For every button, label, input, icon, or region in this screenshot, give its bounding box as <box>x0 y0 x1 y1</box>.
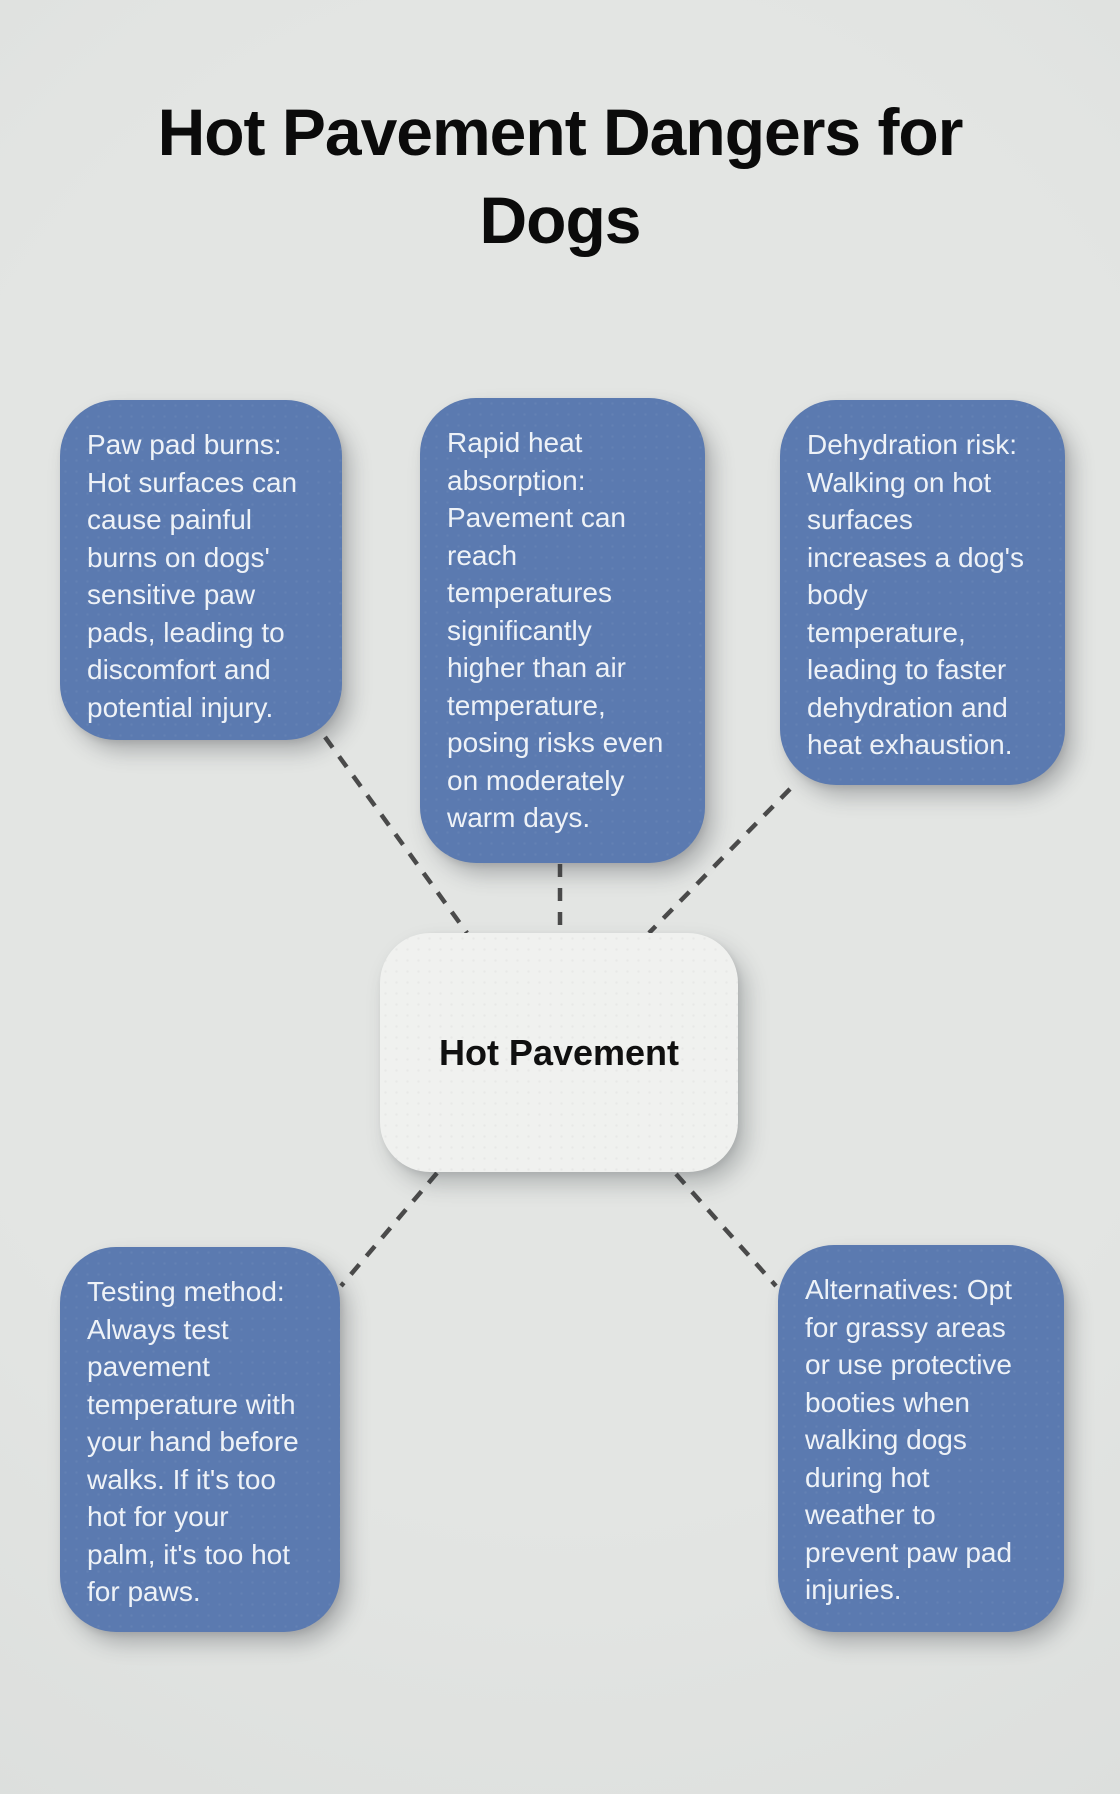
node-paw-pad-burns: Paw pad burns: Hot surfaces can cause pa… <box>60 400 342 740</box>
node-paw-pad-burns-text: Paw pad burns: Hot surfaces can cause pa… <box>87 429 298 723</box>
node-dehydration-risk: Dehydration risk: Walking on hot surface… <box>780 400 1065 785</box>
node-rapid-heat-absorption-text: Rapid heat absorption: Pavement can reac… <box>447 427 664 833</box>
center-node-hot-pavement: Hot Pavement <box>380 933 738 1172</box>
connector-center-to-paw-pad-burns <box>323 735 469 935</box>
connector-center-to-dehydration-risk <box>647 787 792 935</box>
node-testing-method: Testing method: Always test pavement tem… <box>60 1247 340 1632</box>
page-title: Hot Pavement Dangers for Dogs <box>157 95 964 257</box>
center-node-label: Hot Pavement <box>438 1031 680 1073</box>
node-testing-method-text: Testing method: Always test pavement tem… <box>87 1276 299 1607</box>
connector-center-to-testing-method <box>339 1171 439 1288</box>
node-alternatives-text: Alternatives: Opt for grassy areas or us… <box>805 1274 1013 1605</box>
node-dehydration-risk-text: Dehydration risk: Walking on hot surface… <box>807 429 1025 760</box>
connector-center-to-alternatives <box>674 1172 778 1288</box>
node-rapid-heat-absorption: Rapid heat absorption: Pavement can reac… <box>420 398 705 863</box>
node-alternatives: Alternatives: Opt for grassy areas or us… <box>778 1245 1064 1632</box>
